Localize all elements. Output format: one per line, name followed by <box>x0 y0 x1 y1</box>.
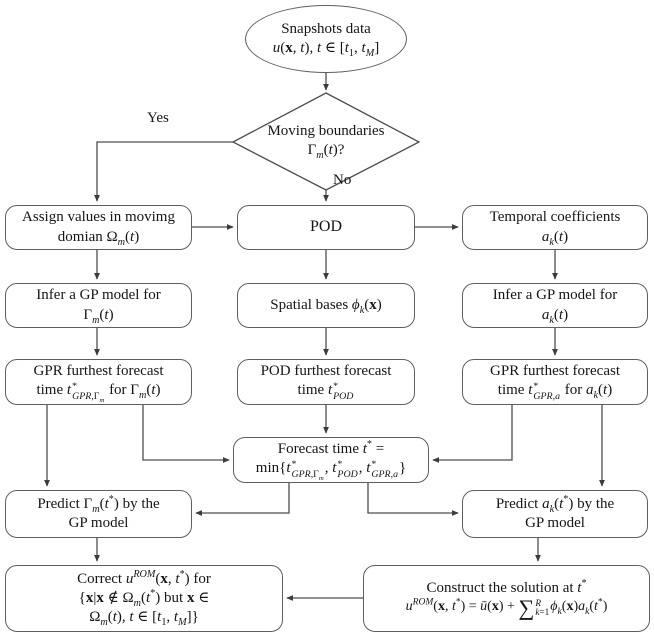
node-line: GPR furthest forecast <box>490 362 620 379</box>
node-line: time t*GPR,a for ak(t) <box>497 381 613 403</box>
edge-gpr-gamma-to-forecast <box>142 405 230 463</box>
edge-diamond-yes-to-assign <box>94 141 233 202</box>
node-line: POD furthest forecast <box>260 362 392 379</box>
node-predict-boundary: Predict Γm(t*) by the GP model <box>5 490 192 538</box>
edge-forecast-to-predict-gamma <box>195 483 290 516</box>
node-infer-gp-boundary: Infer a GP model for Γm(t) <box>5 283 192 328</box>
node-construct-solution: Construct the solution at t* uROM(x, t*)… <box>363 565 650 632</box>
node-line: Moving boundaries <box>267 122 385 139</box>
node-line: Predict Γm(t*) by the <box>37 493 160 515</box>
node-spatial-bases: Spatial bases ϕk(x) <box>237 283 415 328</box>
node-line: {x|x ∉ Ωm(t*) but x ∈ <box>78 587 210 609</box>
node-line: ak(t) <box>541 228 569 248</box>
node-line: POD <box>309 218 342 236</box>
node-line: time t*POD <box>297 381 354 403</box>
node-pod-forecast: POD furthest forecast time t*POD <box>237 359 415 405</box>
branch-label-no: No <box>333 172 352 188</box>
node-assign-values: Assign values in movimg domian Ωm(t) <box>5 205 192 250</box>
node-line: Γm(t)? <box>307 142 345 161</box>
branch-label-yes: Yes <box>147 110 169 126</box>
node-line: Ωm(t), t ∈ [t1, tM]} <box>89 609 199 629</box>
node-gpr-forecast-coeff: GPR furthest forecast time t*GPR,a for a… <box>462 359 648 405</box>
node-temporal-coefficients: Temporal coefficients ak(t) <box>462 205 648 250</box>
node-predict-coeff: Predict ak(t*) by the GP model <box>462 490 648 538</box>
node-line: domian Ωm(t) <box>57 228 140 248</box>
node-line: Snapshots data <box>281 20 371 37</box>
node-correct-solution: Correct uROM(x, t*) for {x|x ∉ Ωm(t*) bu… <box>5 565 283 632</box>
node-moving-boundaries-decision: Moving boundaries Γm(t)? <box>240 110 412 172</box>
edge-forecast-to-predict-a <box>367 483 459 516</box>
node-line: Infer a GP model for <box>492 287 618 304</box>
node-snapshots-data: Snapshots data u(x, t), t ∈ [t1, tM] <box>245 5 407 73</box>
node-line: Temporal coefficients <box>489 209 621 226</box>
node-line: Correct uROM(x, t*) for <box>77 568 211 587</box>
node-line: Spatial bases ϕk(x) <box>270 296 382 316</box>
node-line: Γm(t) <box>83 306 114 326</box>
node-line: u(x, t), t ∈ [t1, tM] <box>272 40 380 59</box>
node-line: GP model <box>525 515 585 531</box>
node-line: min{t*GPR,Γm, t*POD, t*GPR,a} <box>255 459 407 483</box>
node-line: time t*GPR,Γm for Γm(t) <box>36 381 161 405</box>
node-line: Assign values in movimg <box>22 209 175 226</box>
node-gpr-forecast-boundary: GPR furthest forecast time t*GPR,Γm for … <box>5 359 192 405</box>
node-line: Predict ak(t*) by the <box>495 493 615 515</box>
node-line: Forecast time t* = <box>277 438 385 457</box>
edge-gpr-a-to-forecast <box>432 405 513 463</box>
node-pod: POD <box>237 205 415 250</box>
node-line: Infer a GP model for <box>36 287 161 304</box>
node-line: Construct the solution at t* <box>426 578 587 597</box>
node-forecast-time: Forecast time t* = min{t*GPR,Γm, t*POD, … <box>233 437 429 483</box>
node-line: ak(t) <box>541 306 569 326</box>
node-line: GP model <box>68 515 129 531</box>
node-line: GPR furthest forecast <box>33 362 164 379</box>
node-infer-gp-coeff: Infer a GP model for ak(t) <box>462 283 648 328</box>
